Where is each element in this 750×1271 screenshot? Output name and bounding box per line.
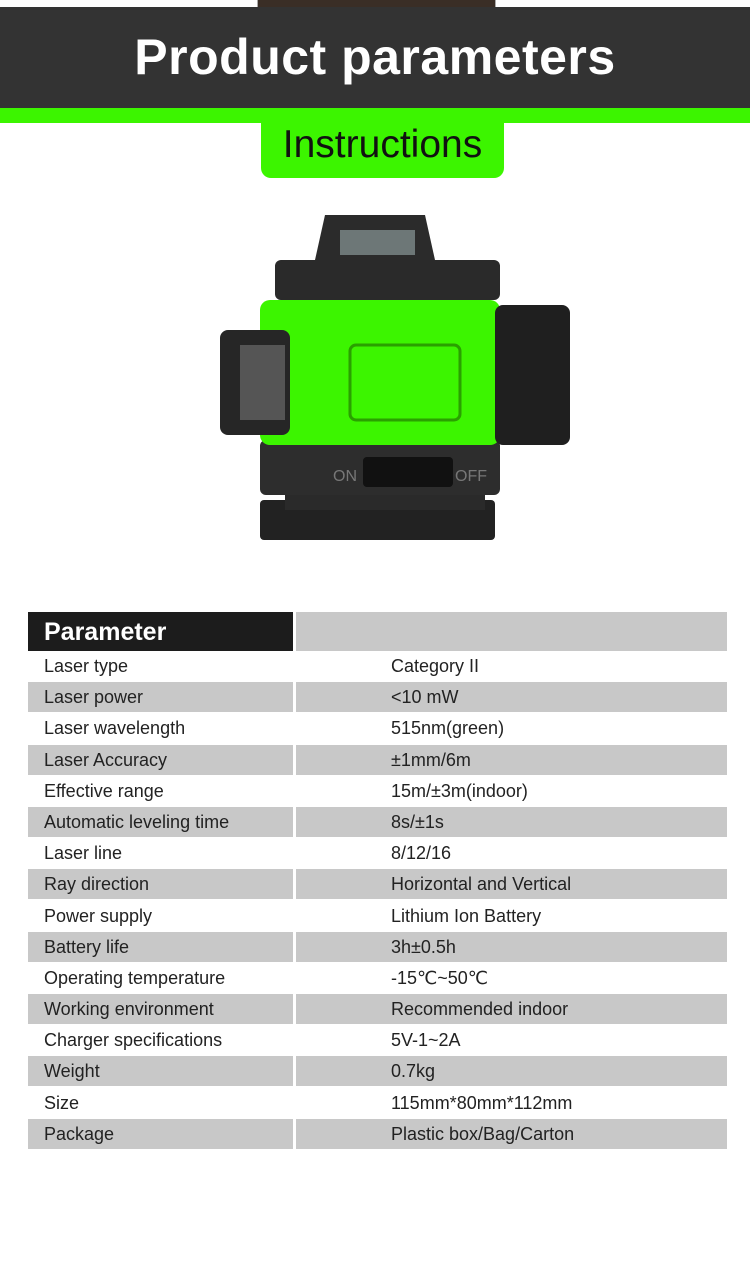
- parameter-label: Laser Accuracy: [28, 744, 293, 775]
- parameter-value: 0.7kg: [296, 1056, 727, 1087]
- parameter-value: 515nm(green): [391, 718, 505, 739]
- parameter-label: Laser power: [28, 682, 293, 713]
- parameter-label: Laser line: [44, 843, 123, 864]
- table-row: Laser power<10 mW: [28, 682, 727, 713]
- parameter-value: Category II: [391, 656, 480, 676]
- parameter-label: Package: [28, 1118, 293, 1149]
- header-blank: [296, 612, 727, 651]
- parameter-label: Effective range: [44, 780, 164, 801]
- parameter-label: Laser type: [44, 656, 129, 676]
- switch-on-label: ON: [333, 468, 357, 485]
- parameter-label: Automatic leveling time: [28, 806, 293, 837]
- parameter-value: 15m/±3m(indoor): [391, 780, 528, 801]
- parameter-table: Parameter Laser type Category II Laser pow…: [28, 612, 727, 1150]
- table-row: Laser type Category II: [28, 651, 727, 682]
- parameter-value: 5V-1~2A: [391, 1030, 461, 1051]
- parameter-label: Charger specifications: [44, 1030, 223, 1051]
- table-row: Effective range 15m/±3m(indoor): [28, 776, 727, 807]
- parameter-value: 8/12/16: [391, 843, 452, 864]
- title-banner: [0, 7, 750, 108]
- laser-level-product-image: ON OFF: [220, 215, 570, 540]
- parameter-value: 8s/±1s: [296, 806, 727, 837]
- table-row: Charger specifications 5V-1~2A: [28, 1025, 727, 1056]
- page-title: Product parameters: [134, 29, 616, 85]
- table-header: Parameter: [28, 612, 727, 651]
- table-row: Laser line 8/12/16: [28, 838, 727, 869]
- table-row: Operating temperature -15℃~50℃: [28, 963, 727, 994]
- parameter-value: Plastic box/Bag/Carton: [296, 1118, 727, 1149]
- parameter-value: Horizontal and Vertical: [296, 869, 727, 900]
- parameter-value: 115mm*80mm*112mm: [391, 1092, 573, 1113]
- parameter-label: Size: [44, 1092, 80, 1113]
- parameter-label: Battery life: [28, 931, 293, 962]
- parameter-value: ±1mm/6m: [296, 744, 727, 775]
- parameter-header: Parameter: [28, 612, 293, 651]
- parameter-label: Weight: [28, 1056, 293, 1087]
- parameter-label: Power supply: [44, 905, 153, 926]
- parameter-value: <10 mW: [296, 682, 727, 713]
- parameter-label: Ray direction: [28, 869, 293, 900]
- table-row: Laser Accuracy±1mm/6m: [28, 744, 727, 776]
- table-row: Laser wavelength 515nm(green): [28, 713, 727, 744]
- parameter-value: -15℃~50℃: [391, 967, 488, 988]
- switch-off-label: OFF: [455, 468, 487, 485]
- parameter-value: Recommended indoor: [296, 994, 727, 1025]
- parameter-label: Operating temperature: [44, 967, 226, 988]
- parameter-value: Lithium Ion Battery: [391, 905, 542, 926]
- table-row: Size 115mm*80mm*112mm: [28, 1088, 727, 1119]
- instructions-tab: Instructions: [261, 115, 504, 178]
- laser-level-drawing: ON OFF: [220, 215, 570, 540]
- parameter-value: 3h±0.5h: [296, 931, 727, 962]
- parameter-label: Laser wavelength: [44, 718, 186, 739]
- parameter-label: Working environment: [28, 994, 293, 1025]
- table-row: Power supply Lithium Ion Battery: [28, 901, 727, 932]
